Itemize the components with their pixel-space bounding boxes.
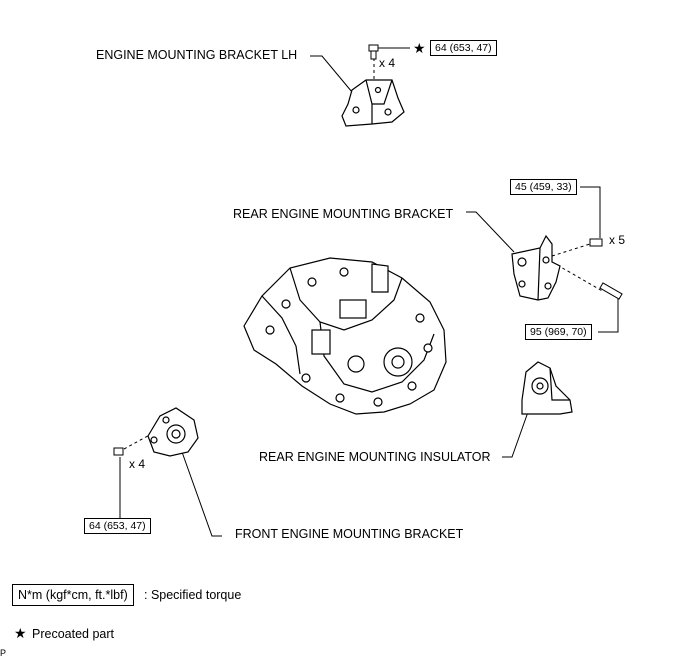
qty-front-bracket: x 4 <box>129 457 146 471</box>
lh-bracket-bolt-drawing <box>368 44 379 60</box>
leader-rear-torque-lower <box>598 298 619 333</box>
legend-unit-desc: : Specified torque <box>144 588 242 602</box>
label-rear-engine-mounting-insulator: REAR ENGINE MOUNTING INSULATOR <box>259 450 491 464</box>
engine-mounting-bracket-lh-drawing <box>341 79 405 127</box>
front-bracket-bolt-drawing <box>113 447 124 456</box>
corner-mark: P <box>0 648 7 658</box>
legend-star-desc: Precoated part <box>32 627 114 641</box>
leader-rear-bolt-dash1 <box>551 243 591 257</box>
leader-rear-bracket <box>466 211 515 253</box>
label-engine-mounting-bracket-lh: ENGINE MOUNTING BRACKET LH <box>96 48 298 62</box>
legend-unit-box: N*m (kgf*cm, ft.*lbf) <box>12 584 134 606</box>
leader-rear-torque-upper <box>580 186 601 238</box>
legend-star-icon: ★ <box>14 625 27 641</box>
leader-front-bracket <box>181 451 222 537</box>
precoated-star-icon: ★ <box>413 40 426 56</box>
leader-rear-bolt-dash2 <box>551 261 605 293</box>
label-front-engine-mounting-bracket: FRONT ENGINE MOUNTING BRACKET <box>235 527 464 541</box>
torque-rear-bracket-upper: 45 (459, 33) <box>510 179 577 195</box>
rear-engine-mounting-bracket-drawing <box>511 234 561 301</box>
rear-engine-mounting-insulator-drawing <box>521 361 573 415</box>
front-engine-mounting-bracket-drawing <box>147 407 199 457</box>
torque-lh-bracket: 64 (653, 47) <box>430 40 497 56</box>
label-rear-engine-mounting-bracket: REAR ENGINE MOUNTING BRACKET <box>233 207 454 221</box>
qty-rear-bracket: x 5 <box>609 233 626 247</box>
rear-bracket-bolts-drawing <box>589 238 623 300</box>
qty-lh-bracket: x 4 <box>379 56 396 70</box>
leader-lh-bracket <box>310 55 353 93</box>
transaxle-drawing <box>243 257 447 415</box>
leader-insulator <box>502 411 529 458</box>
torque-front-bracket: 64 (653, 47) <box>84 518 151 534</box>
torque-rear-bracket-lower: 95 (969, 70) <box>525 324 592 340</box>
